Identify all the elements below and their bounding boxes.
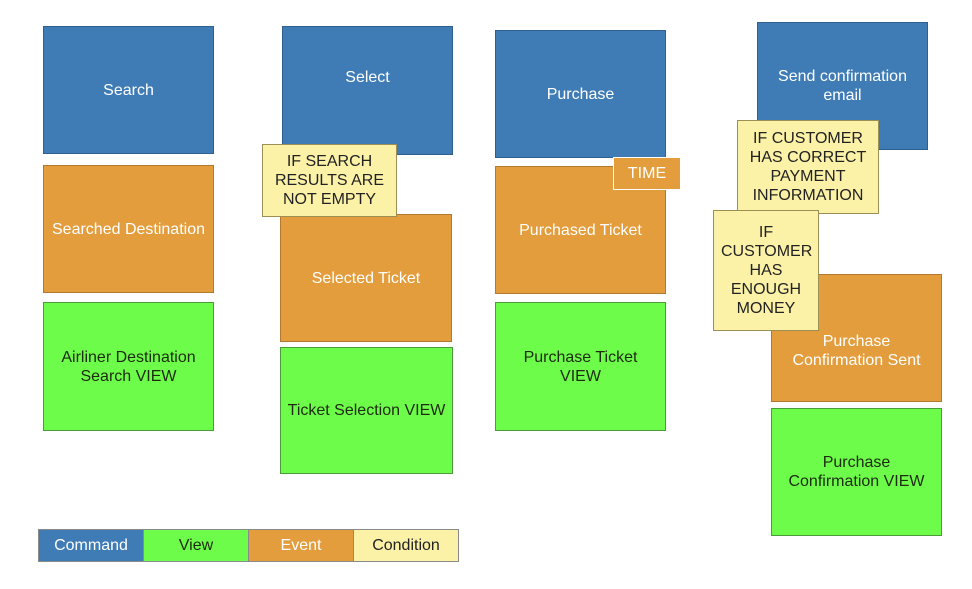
view-airliner-destination-search: Airliner Destination Search VIEW [43,302,214,431]
trigger-time: TIME [613,157,681,190]
condition-correct-payment-information: IF CUSTOMER HAS CORRECT PAYMENT INFORMAT… [737,120,879,214]
command-search: Search [43,26,214,154]
condition-enough-money: IF CUSTOMER HAS ENOUGH MONEY [713,210,819,331]
view-label: Ticket Selection VIEW [287,402,446,419]
command-purchase: Purchase [495,30,666,158]
command-select: Select [282,26,453,155]
condition-label: IF CUSTOMER HAS ENOUGH MONEY [721,224,813,317]
legend-view: View [144,530,249,561]
command-label: Purchase [546,85,615,103]
legend-command: Command [39,530,144,561]
view-ticket-selection: Ticket Selection VIEW [280,347,453,474]
event-label: Purchased Ticket [519,221,642,239]
command-label: Send confirmation email [778,68,907,104]
event-label: Searched Destination [52,220,205,238]
condition-label: IF SEARCH RESULTS ARE NOT EMPTY [274,153,385,208]
legend-condition: Condition [354,530,458,561]
event-selected-ticket: Selected Ticket [280,214,452,342]
view-label: Purchase Confirmation VIEW [788,454,925,490]
condition-search-results-not-empty: IF SEARCH RESULTS ARE NOT EMPTY [262,144,397,217]
legend: Command View Event Condition [38,529,459,562]
command-label: Search [103,81,154,99]
view-purchase-confirmation: Purchase Confirmation VIEW [771,408,942,536]
legend-event: Event [249,530,354,561]
event-label: Selected Ticket [311,269,421,287]
trigger-label: TIME [627,165,667,182]
view-label: Airliner Destination Search VIEW [61,348,196,385]
command-label: Select [345,69,390,86]
condition-label: IF CUSTOMER HAS CORRECT PAYMENT INFORMAT… [749,130,867,204]
event-label: Purchase Confirmation Sent [792,333,921,369]
view-label: Purchase Ticket VIEW [523,348,638,385]
event-searched-destination: Searched Destination [43,165,214,293]
view-purchase-ticket: Purchase Ticket VIEW [495,302,666,431]
